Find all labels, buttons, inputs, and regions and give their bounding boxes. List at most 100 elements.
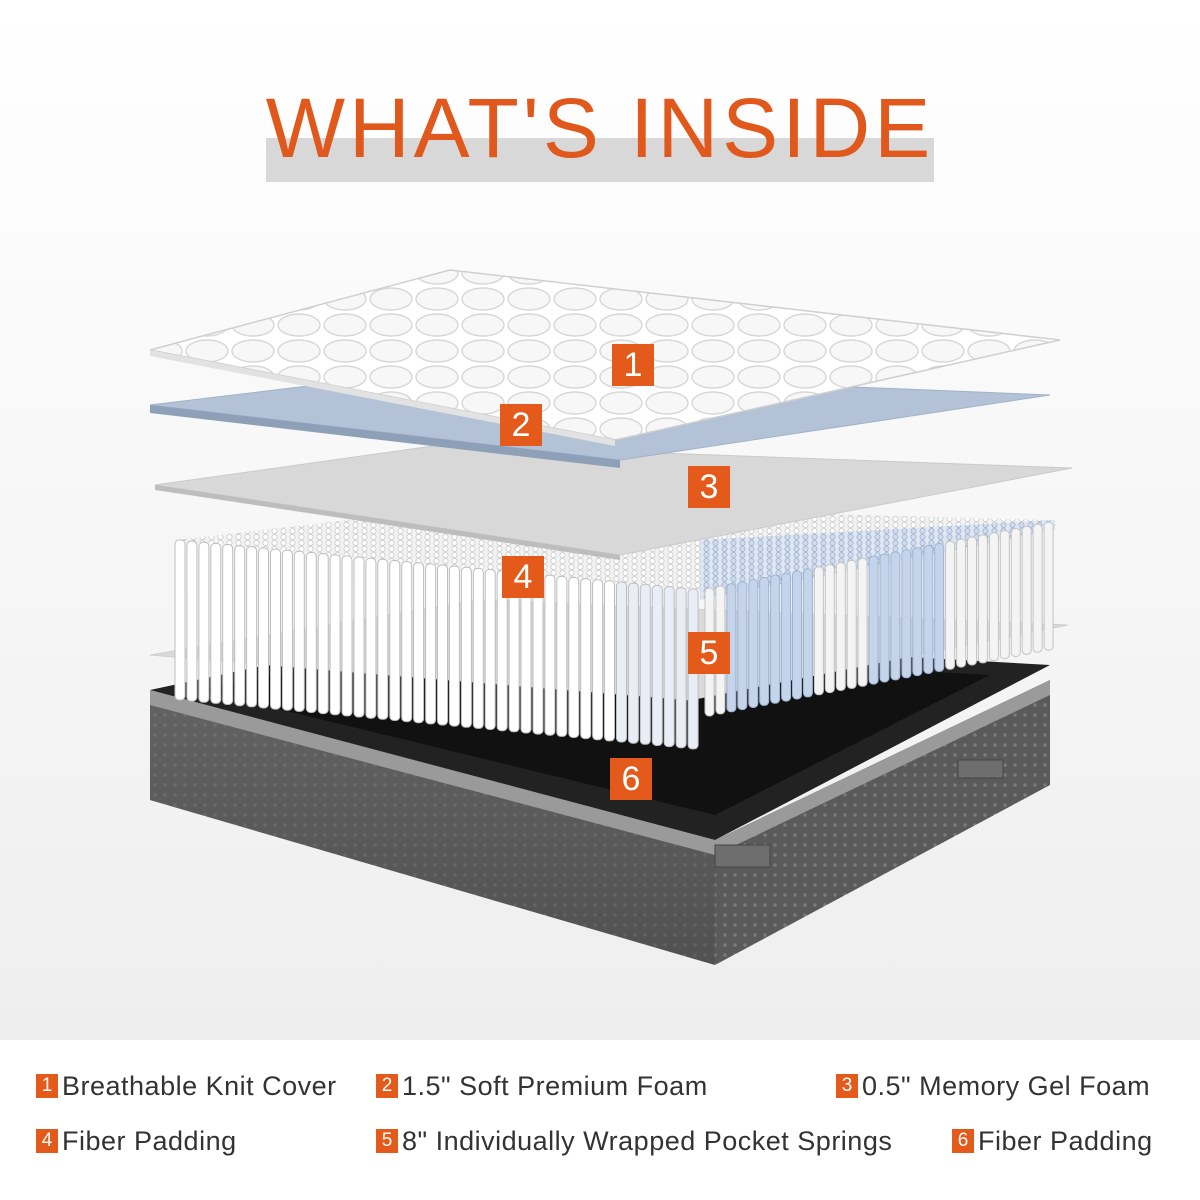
spring-coil — [186, 540, 198, 702]
legend-number-4: 4 — [36, 1129, 58, 1153]
product-illustration: WHAT'S INSIDE — [0, 0, 1200, 1040]
spring-coil — [580, 578, 592, 740]
spring-coil — [857, 557, 868, 687]
spring-coil — [472, 567, 484, 729]
layer-badge-3: 3 — [688, 466, 730, 508]
spring-coil — [967, 536, 977, 666]
spring-coil — [604, 580, 615, 742]
title-underline-bar — [266, 138, 934, 182]
spring-coil — [627, 582, 639, 744]
legend-item-4: 4 Fiber Padding — [36, 1126, 237, 1156]
spring-coil — [675, 587, 687, 749]
title-area: WHAT'S INSIDE — [0, 78, 1200, 198]
spring-coil — [792, 570, 802, 700]
spring-coil — [999, 530, 1010, 660]
layer-badge-2: 2 — [500, 404, 542, 446]
spring-coil — [293, 550, 305, 712]
spring-coil — [912, 547, 923, 677]
spring-coil — [281, 549, 293, 711]
spring-coil — [835, 562, 846, 691]
spring-coil — [934, 542, 945, 672]
spring-coil — [802, 568, 813, 698]
spring-coil — [329, 554, 341, 716]
spring-coil — [592, 579, 604, 741]
spring-coil — [901, 549, 912, 679]
pocket-springs-block — [174, 505, 1055, 750]
spring-coil — [923, 545, 934, 674]
spring-coil — [377, 558, 389, 720]
spring-coil — [846, 559, 857, 689]
spring-coil — [210, 542, 222, 704]
spring-coil — [532, 573, 544, 735]
spring-coil — [748, 579, 759, 708]
spring-coil — [824, 564, 835, 694]
spring-coil — [437, 564, 448, 726]
spring-coil — [813, 566, 824, 696]
legend-item-3: 3 0.5" Memory Gel Foam — [836, 1071, 1150, 1101]
spring-coil — [234, 545, 246, 707]
legend-item-6: 6 Fiber Padding — [952, 1126, 1153, 1156]
spring-coil — [759, 576, 770, 706]
spring-coil — [1032, 523, 1043, 653]
spring-coil — [879, 553, 890, 683]
legend-label-1: Breathable Knit Cover — [62, 1070, 337, 1101]
layer-badge-4: 4 — [502, 556, 544, 598]
spring-coil — [616, 581, 627, 743]
spring-coil — [484, 569, 496, 730]
legend-item-1: 1 Breathable Knit Cover — [36, 1071, 337, 1101]
spring-coil — [413, 562, 425, 724]
spring-coil — [568, 577, 580, 738]
legend-number-6: 6 — [952, 1129, 974, 1153]
spring-coil — [389, 560, 401, 721]
spring-coil — [770, 574, 781, 704]
spring-coil — [1010, 528, 1021, 657]
spring-coil — [174, 539, 186, 701]
spring-coil — [956, 538, 967, 668]
spring-coil — [651, 585, 663, 746]
spring-coil — [868, 555, 879, 685]
legend-number-5: 5 — [376, 1129, 398, 1153]
spring-coil — [425, 563, 437, 725]
spring-coil — [365, 557, 377, 719]
spring-coil — [663, 586, 675, 748]
spring-coil — [460, 566, 472, 728]
legend-label-3: 0.5" Memory Gel Foam — [862, 1070, 1151, 1101]
spring-coil — [353, 556, 365, 718]
page-title: WHAT'S INSIDE — [265, 81, 935, 175]
legend-label-6: Fiber Padding — [978, 1125, 1153, 1156]
spring-coil — [556, 575, 568, 737]
spring-coil — [317, 553, 329, 715]
spring-coil — [988, 532, 999, 662]
memory-gel-foam-sheet — [154, 444, 1073, 560]
spring-coil — [305, 552, 317, 713]
spring-coil — [890, 551, 901, 681]
layer-legend: 1 Breathable Knit Cover 2 1.5" Soft Prem… — [0, 1040, 1200, 1200]
spring-coil — [401, 561, 413, 723]
spring-coil — [198, 541, 210, 703]
spring-coil — [341, 555, 353, 717]
spring-coil — [945, 540, 956, 670]
legend-number-1: 1 — [36, 1074, 58, 1098]
spring-coil — [448, 565, 460, 727]
mattress-layers-illustration — [149, 269, 1073, 965]
layer-badge-6: 6 — [610, 758, 652, 800]
spring-coil — [544, 574, 556, 736]
legend-item-2: 2 1.5" Soft Premium Foam — [376, 1071, 708, 1101]
legend-number-2: 2 — [376, 1074, 398, 1098]
spring-coil — [1021, 525, 1032, 655]
legend-item-5: 5 8" Individually Wrapped Pocket Springs — [376, 1126, 892, 1156]
spring-coil — [270, 548, 281, 710]
spring-coil — [258, 547, 269, 709]
legend-label-5: 8" Individually Wrapped Pocket Springs — [402, 1125, 893, 1156]
knit-cover-sheet — [149, 269, 1061, 446]
spring-coil — [737, 581, 748, 711]
layer-badge-1: 1 — [612, 344, 654, 386]
spring-coil — [977, 534, 988, 664]
legend-label-2: 1.5" Soft Premium Foam — [402, 1070, 708, 1101]
legend-number-3: 3 — [836, 1074, 858, 1098]
spring-coil — [1043, 521, 1054, 651]
spring-coil — [222, 544, 234, 705]
legend-label-4: Fiber Padding — [62, 1125, 237, 1156]
spring-coil — [246, 546, 258, 708]
spring-coil — [781, 572, 792, 702]
